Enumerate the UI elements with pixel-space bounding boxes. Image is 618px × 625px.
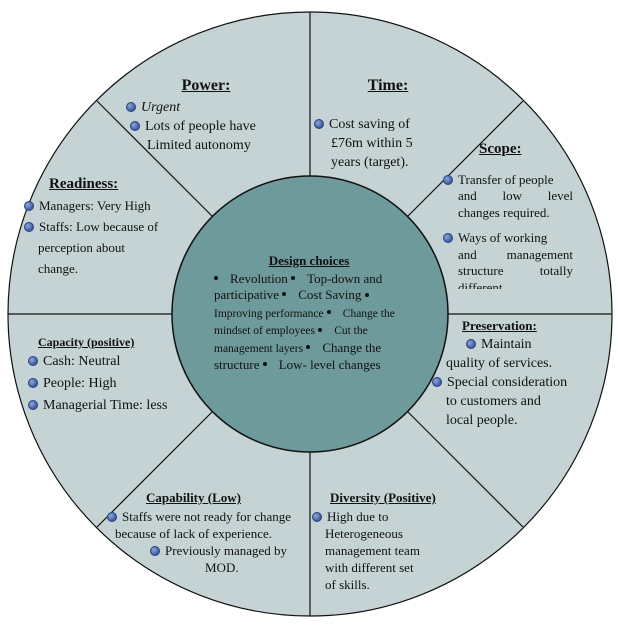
capability-title: Capability (Low) <box>146 490 241 505</box>
capability-item: Staffs were not ready for change <box>107 508 307 525</box>
preservation-item: Maintain <box>432 335 612 354</box>
segment-time: Time: Cost saving of £76m within 5 years… <box>314 76 464 172</box>
time-item: Cost saving of <box>314 115 464 134</box>
list-item: Low- level changes <box>262 357 381 372</box>
segment-readiness: Readiness: Managers: Very High Staffs: L… <box>24 174 184 279</box>
preservation-item-cont: local people. <box>446 413 518 428</box>
preservation-item-cont: quality of services. <box>446 356 553 371</box>
time-item-cont: years (target). <box>331 155 409 170</box>
readiness-item: Staffs: Low because of <box>24 216 184 237</box>
readiness-item-cont: perception about <box>38 240 125 255</box>
list-item: Improving performance <box>214 290 381 320</box>
readiness-title: Readiness: <box>49 176 119 192</box>
center-hub <box>171 175 449 453</box>
segment-capacity: Capacity (positive) Cash: Neutral People… <box>28 334 198 417</box>
diversity-title: Diversity (Positive) <box>330 490 436 505</box>
scope-item-cont: and low level <box>458 188 573 203</box>
readiness-item: Managers: Very High <box>24 195 184 216</box>
capacity-item: People: High <box>28 373 198 395</box>
diversity-item-cont: with different set <box>325 560 414 575</box>
center-title: Design choices <box>268 253 350 268</box>
diversity-item: High due to <box>312 508 462 525</box>
list-item: Top-down and participative <box>214 271 383 303</box>
list-item: Cut the management layers <box>214 325 368 355</box>
diversity-item-cont: management team <box>325 543 420 558</box>
capability-item-cont: because of lack of experience. <box>115 526 272 541</box>
scope-item: Ways of working <box>443 230 573 247</box>
center-list: Revolution Top-down and participative Co… <box>214 271 414 373</box>
time-title: Time: <box>367 77 409 94</box>
list-item: Change the structure <box>214 339 382 373</box>
time-item-cont: £76m within 5 <box>331 136 413 151</box>
scope-item-cont: structure totally <box>458 263 573 278</box>
segment-preservation: Preservation: Maintain quality of servic… <box>432 316 612 430</box>
scope-item-cont: changes required. <box>458 204 550 220</box>
capability-item: Previously managed by <box>107 542 307 559</box>
center-design-choices: Design choices Revolution Top-down and p… <box>214 253 414 373</box>
diversity-item-cont: of skills. <box>325 577 370 592</box>
scope-item: Transfer of people <box>443 172 573 189</box>
preservation-item-cont: to customers and <box>446 394 541 409</box>
scope-item-cont: different <box>458 279 503 289</box>
capacity-item: Cash: Neutral <box>28 351 198 373</box>
diversity-item-cont: Heterogeneous <box>325 526 403 541</box>
readiness-item-cont: change. <box>38 261 79 276</box>
list-item: Change the mindset of employees <box>214 307 395 338</box>
capacity-title: Capacity (positive) <box>38 335 135 349</box>
list-item: Revolution <box>214 271 288 286</box>
segment-scope: Scope: Transfer of people and low level … <box>443 141 573 289</box>
capability-item-cont: MOD. <box>205 560 239 575</box>
power-item-cont: Limited autonomy <box>147 138 251 153</box>
power-title: Power: <box>181 77 231 94</box>
scope-item-cont: and management <box>458 246 573 262</box>
segment-capability: Capability (Low) Staffs were not ready f… <box>107 489 307 576</box>
preservation-title: Preservation: <box>462 318 537 333</box>
segment-diversity: Diversity (Positive) High due to Heterog… <box>312 489 462 593</box>
power-item: Urgent <box>126 98 306 117</box>
preservation-item: Special consideration <box>432 373 612 392</box>
capacity-item: Managerial Time: less <box>28 395 198 417</box>
segment-power: Power: Urgent Lots of people have Limite… <box>126 76 306 155</box>
scope-title: Scope: <box>479 141 522 157</box>
power-item: Lots of people have <box>126 117 306 136</box>
list-item: Cost Saving <box>282 287 361 302</box>
divider-lines <box>8 12 612 616</box>
